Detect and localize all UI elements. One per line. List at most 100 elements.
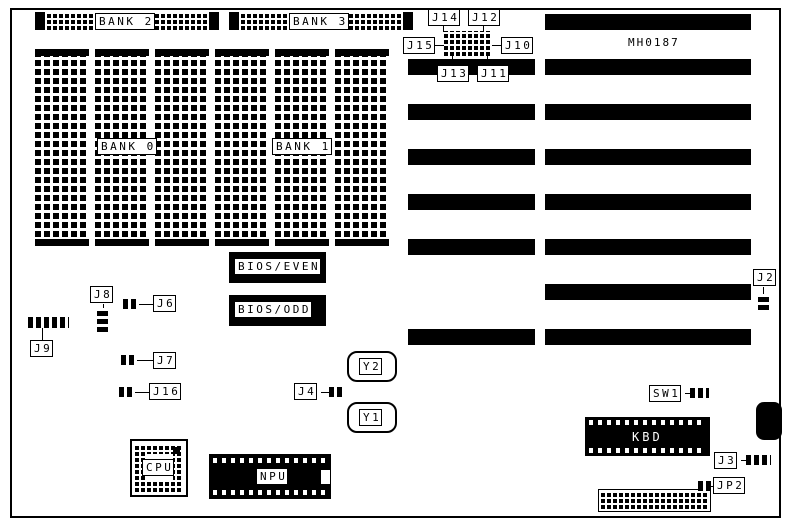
expansion-slot-short-3: [408, 104, 535, 120]
jp2-label: JP2: [713, 477, 746, 494]
bios-odd-label: BIOS/ODD: [234, 301, 312, 318]
bank3-endcap-right: [403, 12, 413, 30]
expansion-slot-long-3: [545, 104, 751, 120]
j11-label: J11: [477, 65, 510, 82]
j4-label: J4: [294, 383, 318, 400]
bank0-label: BANK 0: [97, 138, 157, 155]
j7-wire: [137, 360, 153, 361]
j3-pins: [746, 455, 771, 465]
j7-label: J7: [153, 352, 177, 369]
expansion-slot-long-6: [545, 239, 751, 255]
j16-wire: [135, 392, 149, 393]
dram-column-4-cap-bottom: [215, 239, 269, 246]
dram-column-2-cap-bottom: [95, 239, 149, 246]
bank1-label: BANK 1: [272, 138, 332, 155]
expansion-slot-long-1: [545, 14, 751, 30]
j16-pins: [119, 387, 135, 397]
j12-label: J12: [468, 9, 501, 26]
expansion-slot-long-4: [545, 149, 751, 165]
j2-wire: [763, 287, 764, 294]
j4-wire: [321, 392, 329, 393]
j8-wire: [103, 304, 104, 308]
keyboard-din-connector: [756, 402, 782, 440]
expansion-slot-short-5: [408, 194, 535, 210]
j4-pins: [329, 387, 345, 397]
bank3-label: BANK 3: [289, 13, 349, 30]
dram-column-1-cap-top: [35, 49, 89, 56]
dram-column-6-cap-top: [335, 49, 389, 56]
dram-column-5-cap-top: [275, 49, 329, 56]
j2-label: J2: [753, 269, 777, 286]
expansion-slot-short-4: [408, 149, 535, 165]
dram-column-5-cap-bottom: [275, 239, 329, 246]
j6-wire: [139, 304, 153, 305]
sw1-dip-switch: [690, 388, 709, 398]
j9-wire: [42, 328, 43, 340]
dram-column-4: [215, 49, 269, 246]
jp2-pins: [698, 481, 711, 491]
dram-column-1-cap-bottom: [35, 239, 89, 246]
power-connector: [598, 489, 711, 512]
expansion-slot-long-8: [545, 329, 751, 345]
j14-label: J14: [428, 9, 461, 26]
j10-wire: [492, 45, 501, 46]
sw1-label: SW1: [649, 385, 682, 402]
j9-label: J9: [30, 340, 54, 357]
bank2-endcap-right: [209, 12, 219, 30]
j3-label: J3: [714, 452, 738, 469]
bank2-label: BANK 2: [95, 13, 155, 30]
dram-column-1: [35, 49, 89, 246]
j8-pins: [97, 308, 108, 332]
j6-pins: [123, 299, 139, 309]
jp2-wire: [711, 486, 713, 487]
board-part-number: MH0187: [628, 36, 680, 49]
bios-even-label: BIOS/EVEN: [234, 258, 322, 275]
npu-pin-row-bottom: [213, 490, 327, 495]
dram-column-6-cap-bottom: [335, 239, 389, 246]
power-connector-pins: [601, 492, 708, 509]
dram-column-3-cap-bottom: [155, 239, 209, 246]
sw1-wire: [685, 393, 690, 394]
jumper-block-j10-j15: [444, 31, 492, 56]
kbd-pin-row-bottom: [589, 448, 706, 453]
npu-notch: [321, 470, 330, 484]
npu-socket: [209, 454, 331, 499]
expansion-slot-short-6: [408, 239, 535, 255]
y2-label: Y2: [359, 358, 383, 375]
j10-label: J10: [501, 37, 534, 54]
y1-label: Y1: [359, 409, 383, 426]
npu-pin-row-top: [213, 458, 327, 463]
board-outline: [10, 8, 781, 518]
dram-column-3-cap-top: [155, 49, 209, 56]
j11-wire: [487, 56, 488, 65]
bank3-endcap-left: [229, 12, 239, 30]
j9-pins: [28, 317, 69, 328]
j3-wire: [741, 460, 746, 461]
cpu-label: CPU: [142, 459, 175, 476]
j15-wire: [433, 45, 444, 46]
bank2-endcap-left: [35, 12, 45, 30]
expansion-slot-long-5: [545, 194, 751, 210]
dram-column-3: [155, 49, 209, 246]
j7-pins: [121, 355, 137, 365]
expansion-slot-long-7: [545, 284, 751, 300]
dram-column-4-cap-top: [215, 49, 269, 56]
j2-pins: [758, 294, 769, 310]
expansion-slot-long-2: [545, 59, 751, 75]
j6-label: J6: [153, 295, 177, 312]
j16-label: J16: [149, 383, 182, 400]
expansion-slot-short-8: [408, 329, 535, 345]
j13-wire: [452, 56, 453, 65]
expansion-slot-short-2: [408, 59, 535, 75]
kbd-label: KBD: [632, 430, 663, 444]
npu-label: NPU: [256, 468, 289, 485]
j8-label: J8: [90, 286, 114, 303]
cpu-pin1-marker: [173, 447, 180, 454]
dram-column-6: [335, 49, 389, 246]
dram-column-2-cap-top: [95, 49, 149, 56]
j14-wire: [443, 26, 444, 32]
kbd-pin-row-top: [589, 420, 706, 425]
j12-wire: [483, 26, 484, 32]
j15-label: J15: [403, 37, 436, 54]
